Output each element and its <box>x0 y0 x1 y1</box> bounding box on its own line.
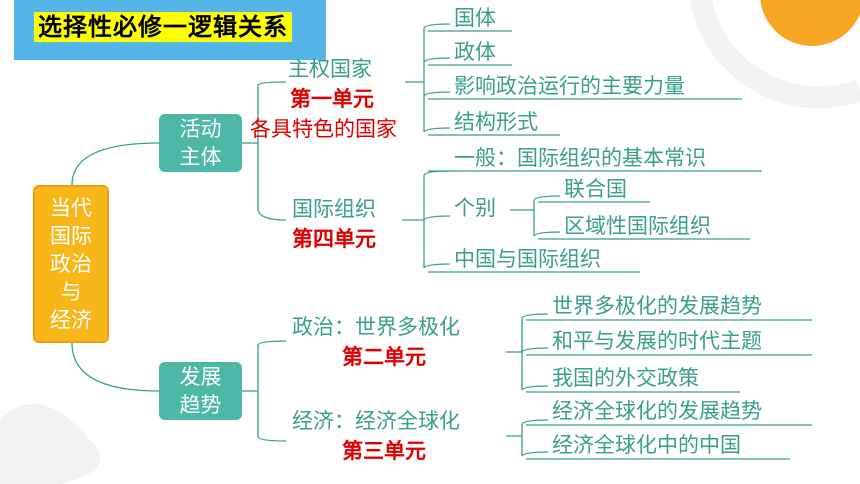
item-globalization-trend: 经济全球化的发展趋势 <box>552 399 762 423</box>
item-structure-form: 结构形式 <box>454 110 538 134</box>
topic-international-orgs: 国际组织 <box>292 197 376 221</box>
topic-sovereign-states: 主权国家 <box>288 57 372 81</box>
item-multipolar-trend: 世界多极化的发展趋势 <box>552 294 762 318</box>
title-banner: 选择性必修一逻辑关系 <box>14 0 326 60</box>
subitem-regional-orgs: 区域性国际组织 <box>564 214 711 238</box>
item-state-system: 国体 <box>454 6 496 30</box>
item-org-specific: 个别 <box>454 196 496 220</box>
unit-label-4: 第四单元 <box>292 227 376 251</box>
topic-subtitle-states: 各具特色的国家 <box>250 117 397 141</box>
branch-label-trends: 发展 趋势 <box>179 365 222 417</box>
unit-label-1: 第一单元 <box>290 87 374 111</box>
branch-box-trends: 发展 趋势 <box>159 362 242 420</box>
unit-label-3: 第三单元 <box>342 439 426 463</box>
topic-multipolarity: 政治：世界多极化 <box>292 315 460 339</box>
branch-label-actors: 活动 主体 <box>179 117 222 169</box>
branch-box-actors: 活动 主体 <box>159 114 242 172</box>
item-peace-development: 和平与发展的时代主题 <box>552 329 762 353</box>
item-political-forces: 影响政治运行的主要力量 <box>454 74 685 98</box>
root-node-label: 当代 国际 政治 与 经济 <box>50 196 92 332</box>
unit-label-2: 第二单元 <box>342 345 426 369</box>
item-org-general: 一般：国际组织的基本常识 <box>454 146 706 170</box>
item-china-and-orgs: 中国与国际组织 <box>454 247 601 271</box>
topic-globalization: 经济：经济全球化 <box>292 409 460 433</box>
root-node-box: 当代 国际 政治 与 经济 <box>33 185 109 343</box>
item-government-form: 政体 <box>454 40 496 64</box>
page-title: 选择性必修一逻辑关系 <box>34 12 292 42</box>
item-foreign-policy: 我国的外交政策 <box>552 366 699 390</box>
item-china-in-globalization: 经济全球化中的中国 <box>552 433 741 457</box>
subitem-un: 联合国 <box>564 177 627 201</box>
